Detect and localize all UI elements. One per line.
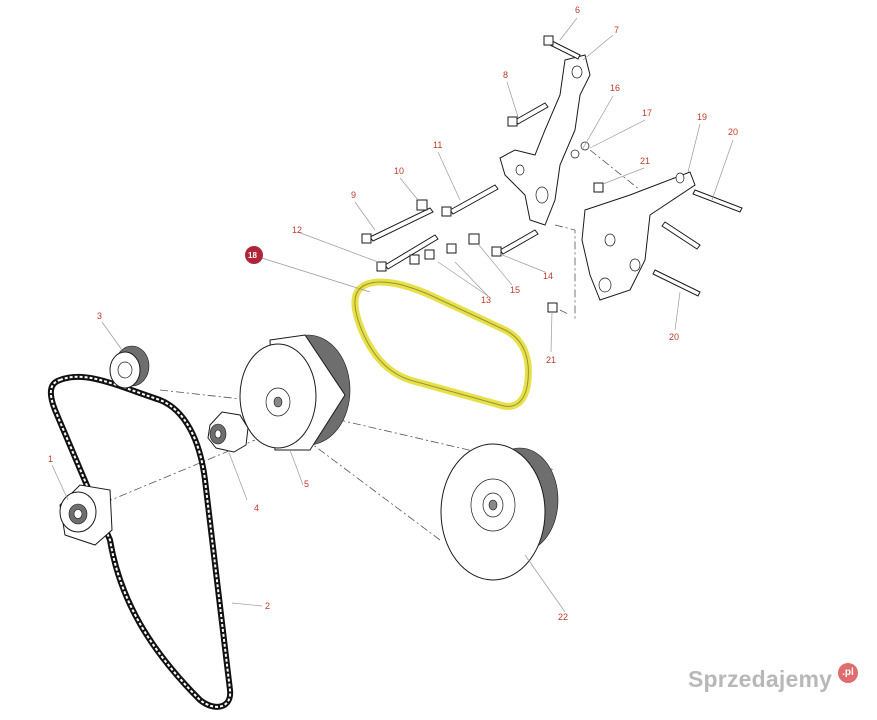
part-label: 3 [97,311,102,321]
part-1-tensioner-pulley [59,484,113,546]
part-3-idler-pulley [109,345,150,389]
part-label: 6 [575,5,580,15]
part-label: 2 [265,601,270,611]
part-label: 20 [669,332,679,342]
part-label: 5 [304,479,309,489]
part-label: 19 [697,112,707,122]
part-label: 13 [481,295,491,305]
highlight-badge [245,246,263,264]
part-label: 22 [558,612,568,622]
part-2-ribbed-belt [47,373,234,710]
bolts [361,35,743,313]
part-label: 12 [292,225,302,235]
part-22-large-pulley [440,443,559,581]
rear-bracket [581,171,696,301]
part-label: 9 [351,190,356,200]
part-label: 8 [503,70,508,80]
part-4-hex-spacer [207,411,249,453]
watermark-badge: .pl [838,663,858,683]
part-label: 17 [642,108,652,118]
center-lines [74,149,641,541]
upper-bracket [499,54,591,226]
part-label: 4 [254,503,259,513]
part-label: 21 [546,355,556,365]
part-label: 14 [543,271,553,281]
part-label: 7 [614,25,619,35]
part-label-highlighted: 18 [248,251,257,260]
part-label: 1 [48,454,53,464]
part-label: 20 [728,127,738,137]
part-label: 11 [433,140,442,150]
leader-lines [51,17,734,613]
part-labels: 1 2 3 4 5 6 7 8 9 10 11 12 13 14 15 16 1… [48,5,738,622]
part-label: 21 [640,156,650,166]
part-18-highlighted-belt [351,278,532,410]
part-5-crank-pulley [239,334,351,451]
part-label: 15 [510,285,520,295]
part-label: 10 [394,166,404,176]
watermark-text: Sprzedajemy [688,666,833,692]
part-label: 16 [610,83,620,93]
